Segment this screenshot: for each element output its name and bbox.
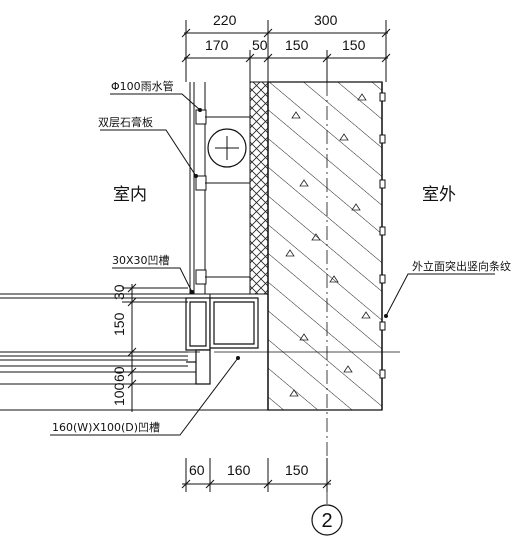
dimension-top-150-right: 150 [342, 37, 366, 53]
dimension-top-170: 170 [205, 37, 229, 53]
dimension-top-150-left: 150 [285, 37, 309, 53]
dimension-top-220: 220 [213, 12, 237, 28]
gypsum-board-wall [190, 82, 250, 294]
dimension-left-60: 60 [111, 366, 127, 382]
label-gypsum-board: 双层石膏板 [98, 115, 153, 129]
label-groove-small: 30X30凹槽 [112, 254, 170, 267]
label-facade-note: 外立面突出竖向条纹 [412, 259, 511, 273]
zone-label-outdoor: 室外 [422, 185, 456, 205]
label-downpipe: Φ100雨水管 [111, 79, 174, 93]
dimension-left-150: 150 [111, 312, 127, 336]
leader-lines [50, 94, 495, 435]
rainwater-downpipe [208, 129, 246, 167]
left-dimension-chain [122, 284, 188, 412]
dimension-top-300: 300 [314, 12, 338, 28]
dimension-bottom-160: 160 [227, 462, 251, 478]
dimension-left-30: 30 [111, 284, 127, 300]
dimension-bottom-150: 150 [285, 462, 309, 478]
top-dimension-chain [182, 20, 390, 82]
concrete-wall [268, 82, 385, 410]
leader-dots [190, 108, 388, 360]
dimension-left-100: 100 [111, 382, 127, 406]
zone-label-indoor: 室内 [113, 185, 147, 205]
label-groove-large: 160(W)X100(D)凹槽 [52, 421, 160, 434]
dimension-top-50: 50 [252, 37, 268, 53]
grid-axis-label: 2 [321, 510, 332, 532]
grid-axis-bubble: 2 [312, 505, 342, 535]
bottom-dimension-chain [182, 458, 331, 492]
window-frame-profile [186, 298, 258, 384]
insulation-layer [250, 82, 268, 294]
dimension-bottom-60: 60 [189, 462, 205, 478]
